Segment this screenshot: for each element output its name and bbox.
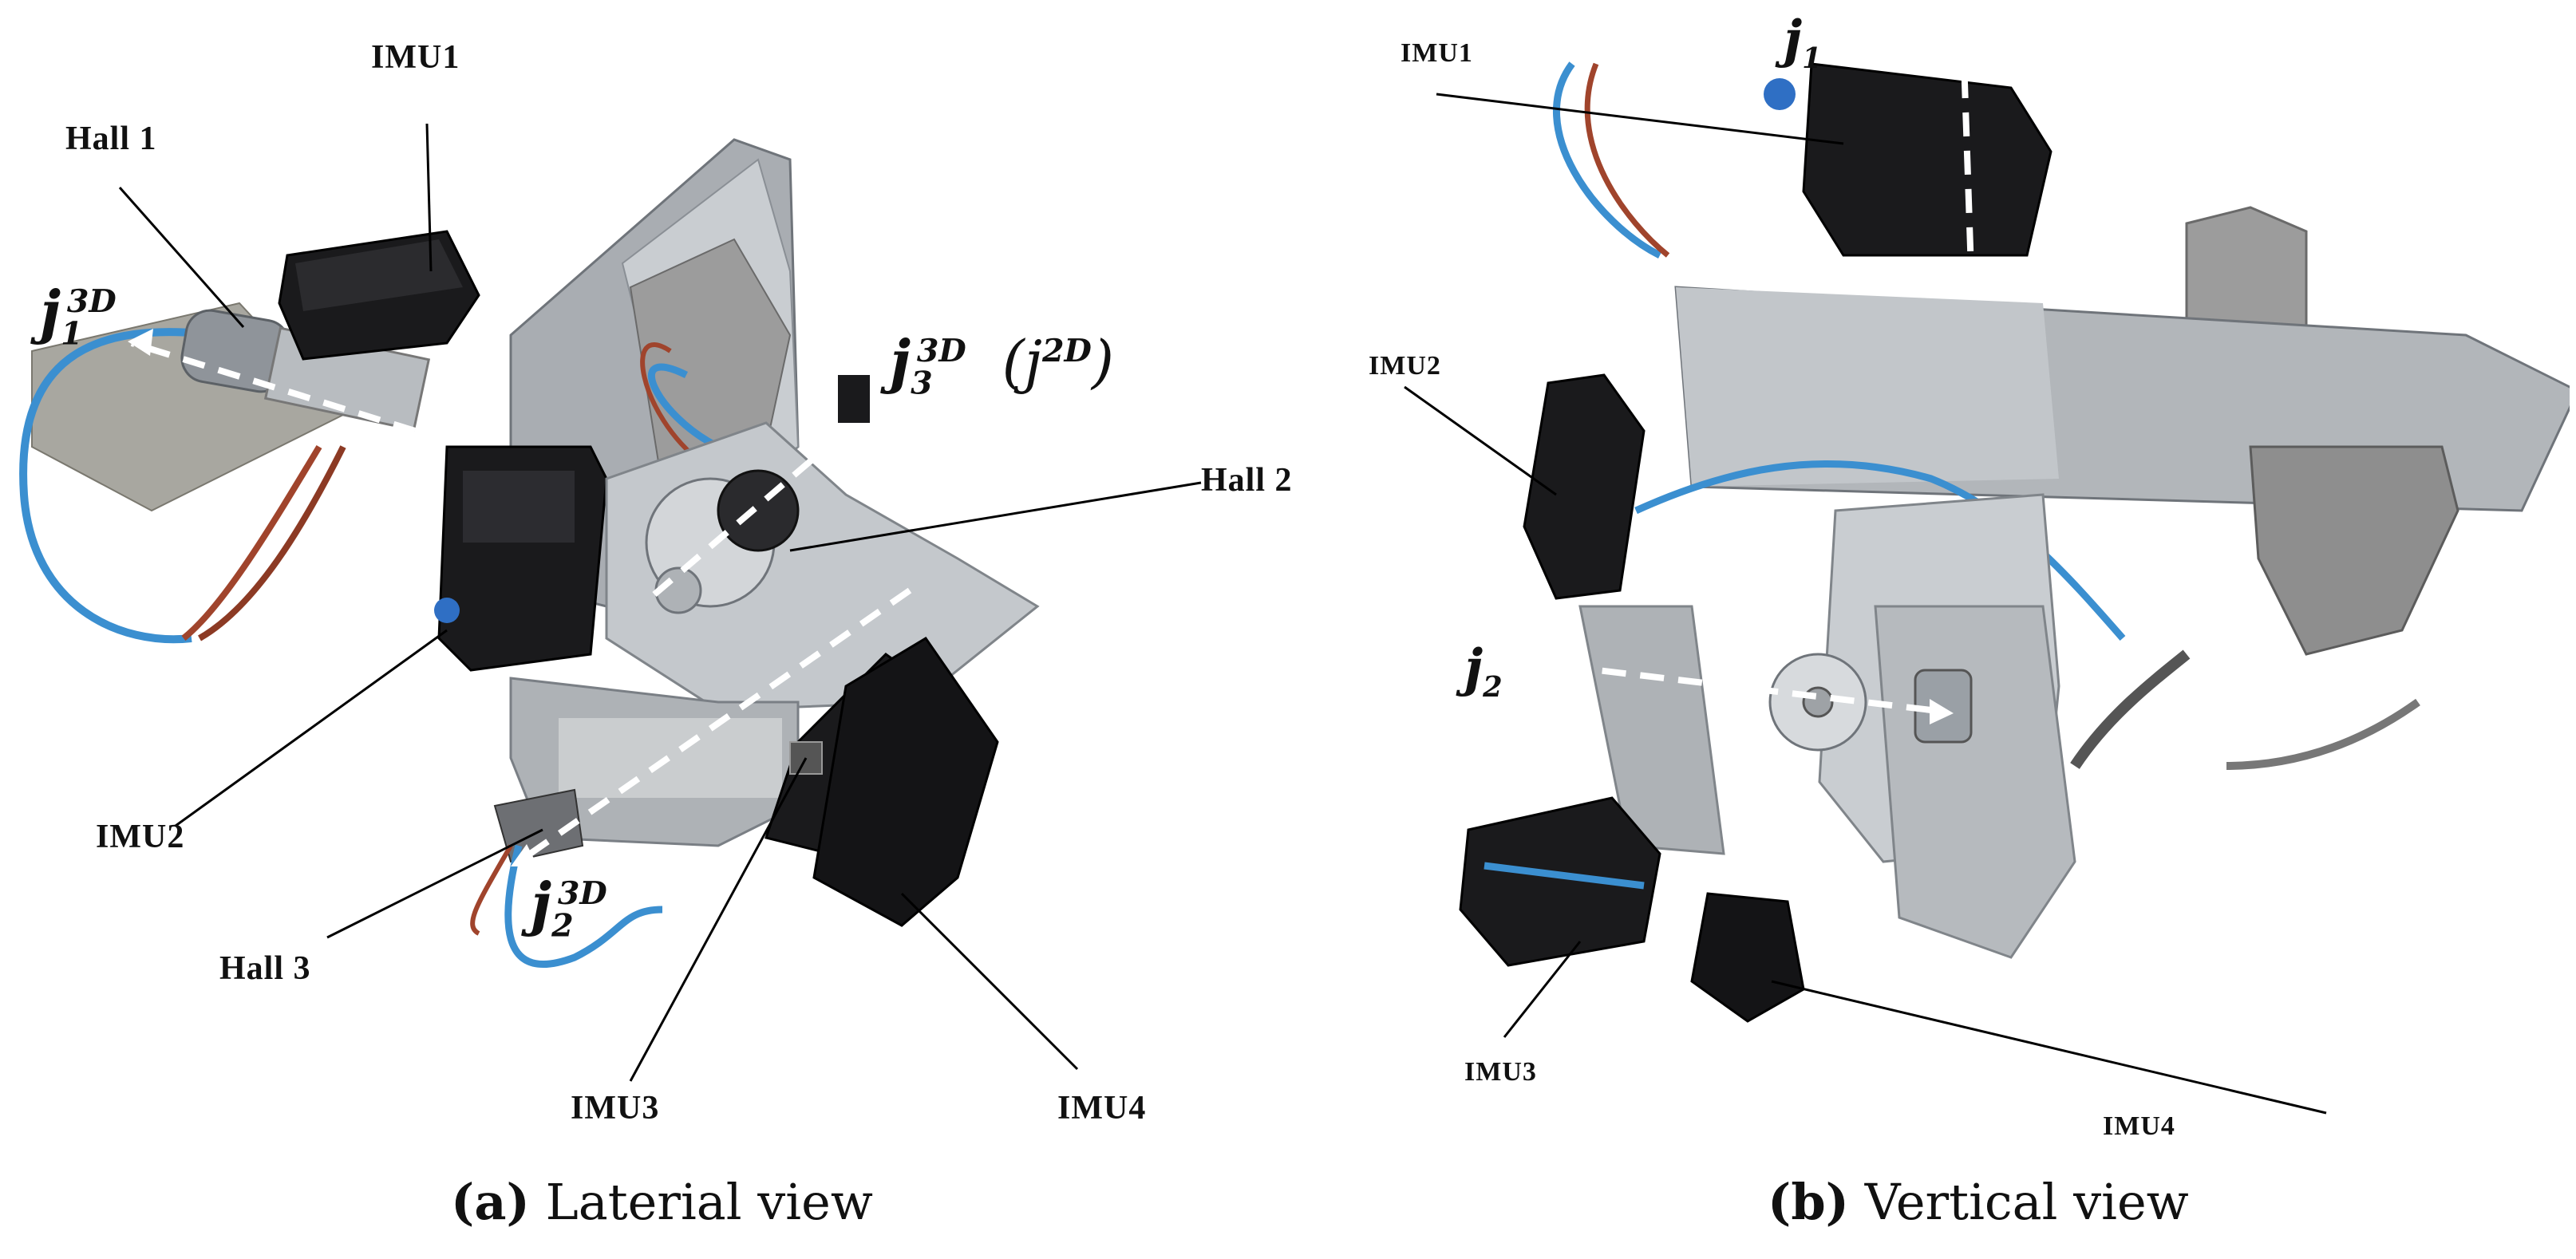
hall1-label: Hall 1 [65,120,157,157]
joint-j2-3d-label: j23D [531,870,607,945]
hall3-label: Hall 3 [219,950,311,987]
vertical-view-photo [1404,35,2570,1115]
caption-b-letter: (b) [1768,1173,1850,1231]
imu4-label: IMU4 [1057,1090,1147,1127]
caption-b: (b) Vertical view [1768,1173,2189,1231]
lateral-view-photo [19,123,1202,1082]
imu2-label: IMU2 [96,819,185,855]
caption-a: (a) Laterial view [451,1173,873,1231]
imu1-label: IMU1 [1401,38,1473,68]
caption-a-text: Laterial view [545,1173,873,1231]
panel-a-lateral-view: IMU1 Hall 1 Hall 2 IMU2 Hall 3 IMU3 IMU4… [0,0,1309,1231]
joint-j1-3d-label: j13D [40,278,117,353]
caption-a-letter: (a) [451,1173,530,1231]
imu3-label: IMU3 [1464,1057,1537,1087]
imu4-label: IMU4 [2103,1111,2175,1141]
panel-b-vertical-view: IMU1 IMU2 IMU3 IMU4 j1 j2 (b) Vertical v… [1325,0,2570,1231]
joint-j3-3d-label: j33D (j2D) [890,327,1114,402]
hall2-label: Hall 2 [1201,462,1293,499]
imu2-label: IMU2 [1369,351,1441,381]
joint-j2-label: j2 [1464,638,1503,704]
imu3-label: IMU3 [571,1090,660,1127]
imu1-label: IMU1 [371,39,460,76]
caption-b-text: Vertical view [1864,1173,2189,1231]
joint-j1-label: j1 [1784,10,1822,75]
